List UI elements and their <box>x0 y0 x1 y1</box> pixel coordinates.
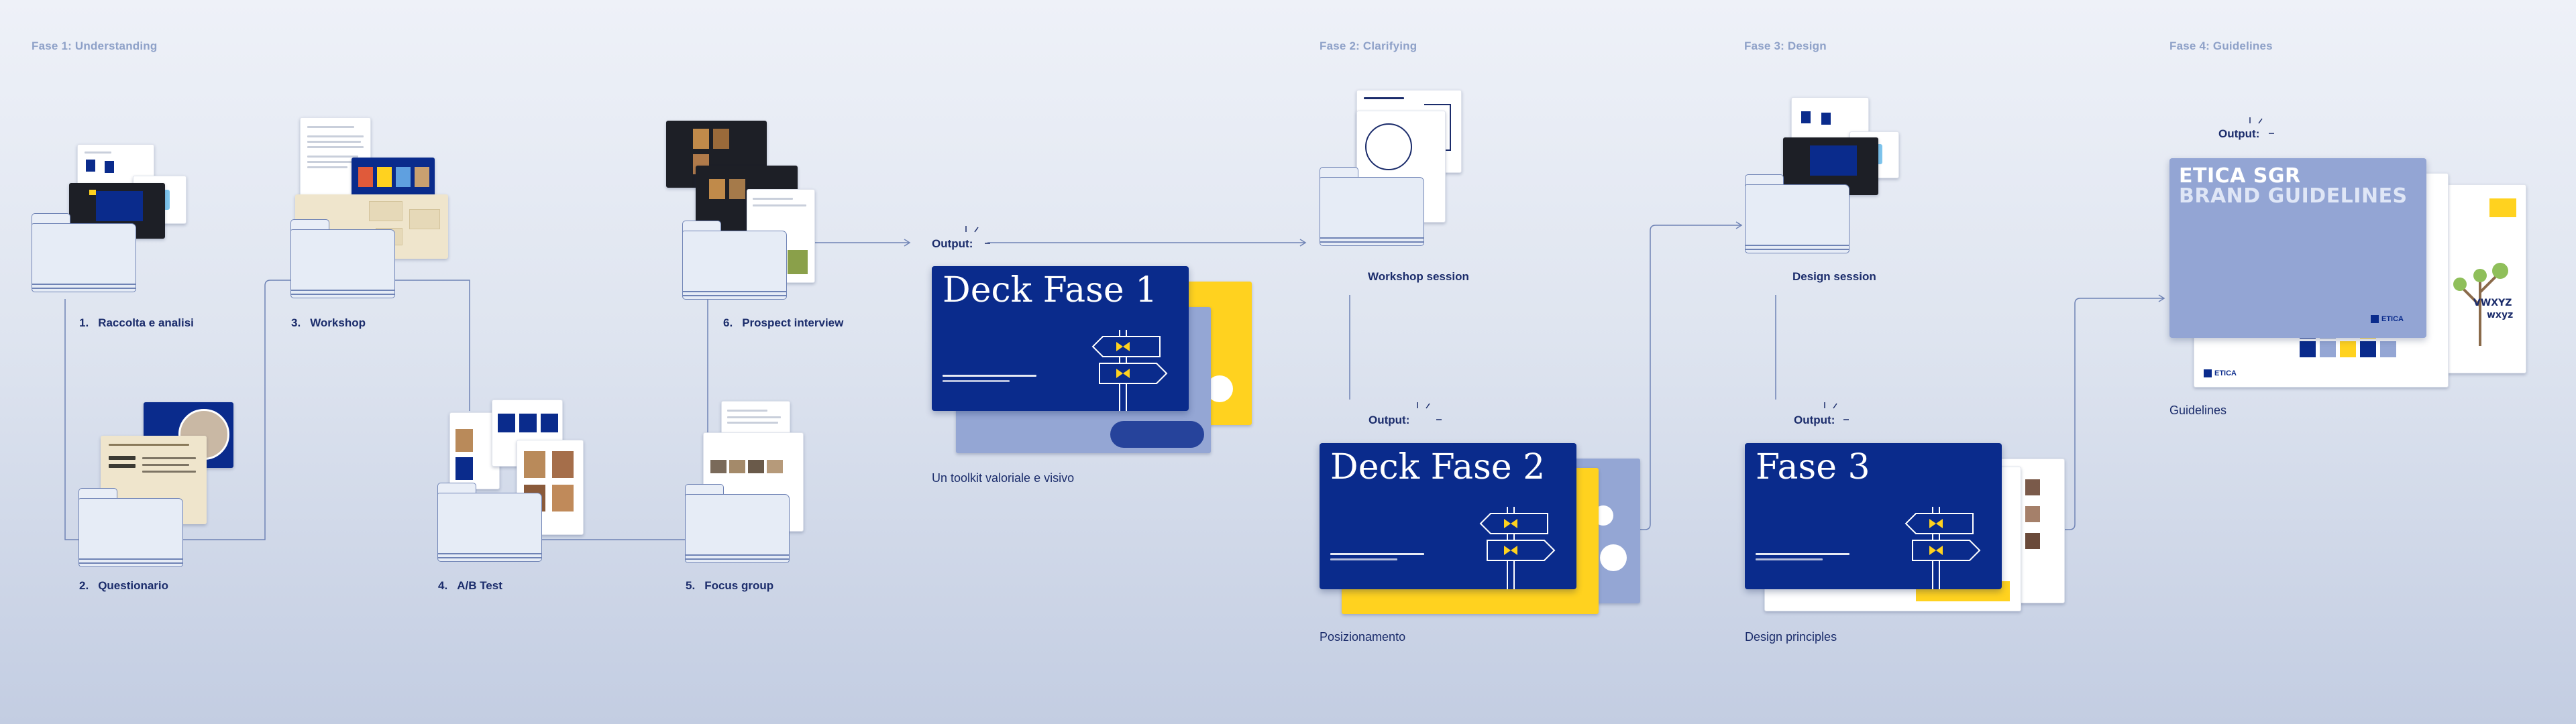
folder-icon <box>682 221 787 300</box>
output-label: Output: <box>2218 127 2260 140</box>
folder-icon <box>685 484 790 563</box>
step-title: Questionario <box>98 579 169 592</box>
deck-1-caption: Un toolkit valoriale e visivo <box>932 471 1075 485</box>
step-number: 4. <box>438 579 448 592</box>
doc-thumbnail <box>517 440 584 535</box>
signpost-icon <box>1904 507 1981 589</box>
guidelines-caption: Guidelines <box>2169 404 2227 417</box>
step-3-label: 3. Workshop <box>291 316 366 330</box>
workshop-session-label: Workshop session <box>1368 270 1469 283</box>
folder-icon <box>290 219 395 298</box>
deck-3-cover: Fase 3 <box>1745 443 2002 589</box>
guidelines-title-line-2: BRAND GUIDELINES <box>2179 184 2408 208</box>
guidelines-cover: ETICA SGR BRAND GUIDELINES ETICA <box>2169 158 2426 338</box>
step-1-label: 1. Raccolta e analisi <box>79 316 194 330</box>
step-number: 6. <box>723 316 733 329</box>
step-5-label: 5. Focus group <box>686 579 773 593</box>
step-title: Workshop <box>310 316 366 329</box>
doc-thumbnail <box>449 412 500 489</box>
output-label: Output: <box>1368 414 1410 426</box>
phase-label-guidelines: Fase 4: Guidelines <box>2169 40 2273 52</box>
deck-3-title: Fase 3 <box>1756 447 1870 487</box>
step-number: 3. <box>291 316 301 329</box>
folder-icon <box>1745 174 1849 253</box>
step-number: 2. <box>79 579 89 592</box>
folder-icon <box>32 213 136 292</box>
step-title: Focus group <box>704 579 774 592</box>
phase-label-understanding: Fase 1: Understanding <box>32 40 158 52</box>
deck-1-title: Deck Fase 1 <box>943 270 1158 310</box>
deck-2-cover: Deck Fase 2 <box>1320 443 1576 589</box>
output-label: Output: <box>932 237 973 250</box>
deck-3-caption: Design principles <box>1745 630 1837 644</box>
phase-label-clarifying: Fase 2: Clarifying <box>1320 40 1417 52</box>
step-title: A/B Test <box>457 579 502 592</box>
signpost-icon <box>1479 507 1556 589</box>
output-label: Output: <box>1794 414 1835 426</box>
deck-2-title: Deck Fase 2 <box>1330 447 1546 487</box>
guidelines-title-line-1: ETICA SGR <box>2179 164 2301 188</box>
step-6-label: 6. Prospect interview <box>723 316 843 330</box>
folder-icon <box>1320 167 1424 246</box>
step-title: Raccolta e analisi <box>98 316 194 329</box>
step-4-label: 4. A/B Test <box>438 579 502 593</box>
folder-icon <box>437 483 542 562</box>
signpost-icon <box>1091 330 1168 411</box>
design-session-label: Design session <box>1792 270 1876 283</box>
illustration-icon <box>2453 263 2508 346</box>
step-number: 5. <box>686 579 696 592</box>
deck-2-caption: Posizionamento <box>1320 630 1406 644</box>
step-number: 1. <box>79 316 89 329</box>
logo-text: ETICA <box>2214 369 2237 377</box>
phase-label-design: Fase 3: Design <box>1744 40 1827 52</box>
logo-text: ETICA <box>2381 315 2404 323</box>
etica-logo: ETICA <box>2371 315 2404 323</box>
folder-icon <box>78 488 183 567</box>
step-2-label: 2. Questionario <box>79 579 168 593</box>
deck-1-cover: Deck Fase 1 <box>932 266 1189 411</box>
step-title: Prospect interview <box>742 316 844 329</box>
